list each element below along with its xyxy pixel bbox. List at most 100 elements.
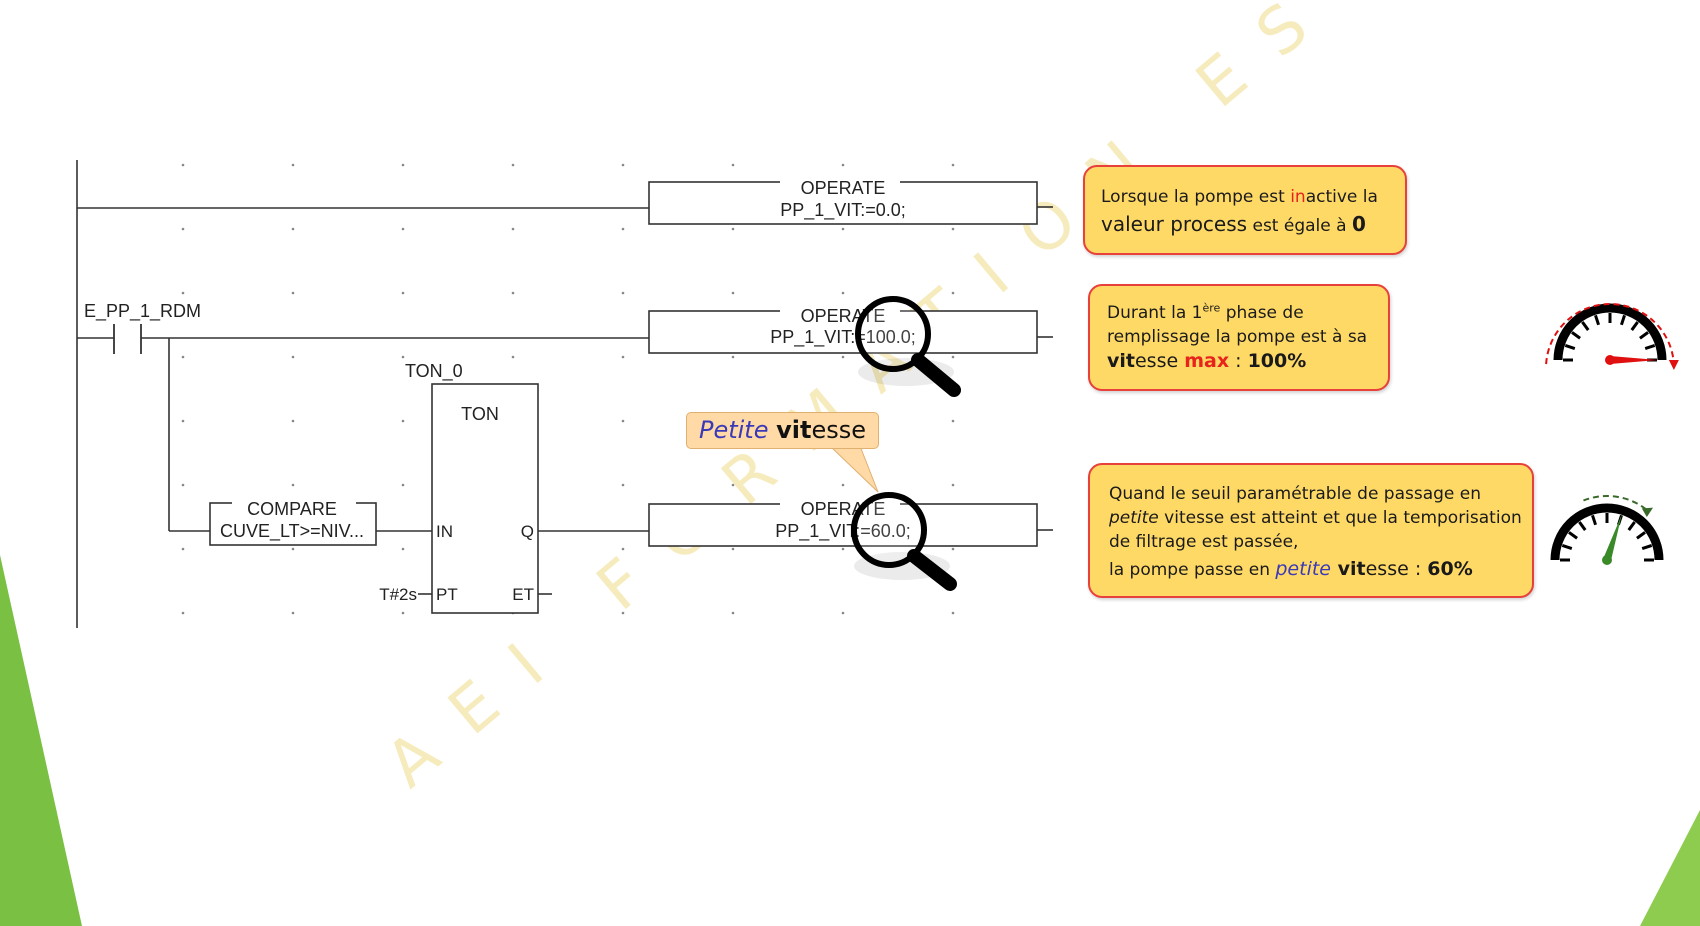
grid-dot: [511, 227, 515, 231]
grid-dot: [291, 419, 295, 423]
compare-block-title: COMPARE: [247, 499, 337, 519]
gauge-tick: [1630, 321, 1639, 331]
magnifier-icon: [851, 492, 957, 591]
c2-l3d: :: [1229, 350, 1248, 372]
timer-pin-pt: PT: [436, 585, 458, 604]
c3-l4d: esse :: [1365, 558, 1428, 580]
grid-dot: [291, 163, 295, 167]
ton-timer-block[interactable]: [431, 383, 539, 614]
callout-3-line-3: de filtrage est passée,: [1109, 532, 1299, 552]
speedometer-low-icon: [1550, 495, 1664, 565]
grid-dot: [841, 227, 845, 231]
grid-dot: [731, 227, 735, 231]
rung-1: OPERATE PP_1_VIT:=0.0;: [77, 172, 1053, 225]
bubble-pointer: [828, 445, 879, 493]
contact-label: E_PP_1_RDM: [84, 301, 201, 322]
grid-dot: [291, 291, 295, 295]
grid-dot: [291, 227, 295, 231]
c3-l2b: vitesse est atteint et que la temporisat…: [1158, 508, 1522, 528]
gauge-dial: [1553, 303, 1667, 361]
grid-dot: [841, 355, 845, 359]
timer-pin-q: Q: [521, 522, 534, 541]
grid-dot: [951, 291, 955, 295]
c3-l4e: 60%: [1427, 558, 1473, 580]
grid-dot: [951, 547, 955, 551]
callout-low-speed: Quand le seuil paramétrable de passage e…: [1088, 463, 1534, 598]
c1-l2a: valeur process: [1101, 212, 1248, 236]
gauge-needle: [1610, 356, 1658, 364]
c3-l2a: petite: [1109, 508, 1159, 528]
grid-dot: [181, 547, 185, 551]
grid-dot: [621, 611, 625, 615]
grid-dot: [841, 291, 845, 295]
decor-green-left: [0, 555, 82, 926]
grid-dot: [511, 291, 515, 295]
gauge-tick: [1636, 531, 1646, 540]
grid-dot: [511, 355, 515, 359]
gauge-tick: [1581, 321, 1590, 331]
grid-dot: [401, 163, 405, 167]
callout-2-line-2: remplissage la pompe est à sa: [1107, 327, 1368, 347]
grid-dot: [731, 547, 735, 551]
rung-2: E_PP_1_RDM OPERATE PP_1_VIT:=100.0;: [77, 300, 1053, 531]
grid-dot: [181, 227, 185, 231]
operate-block-3-expr: PP_1_VIT:=60.0;: [775, 521, 911, 542]
c2-l3a: vit: [1107, 350, 1135, 372]
gauge-arrow-head: [1668, 360, 1679, 371]
c3-l4a: la pompe passe en: [1109, 560, 1276, 580]
grid-dot: [291, 483, 295, 487]
callout-1-line-2: valeur process est égale à 0: [1101, 212, 1405, 238]
grid-dot: [401, 611, 405, 615]
callout-1-line-1: Lorsque la pompe est inactive la: [1101, 185, 1405, 209]
grid-dot: [621, 227, 625, 231]
callout-inactive: Lorsque la pompe est inactive la valeur …: [1083, 165, 1407, 255]
timer-instance-name: TON_0: [405, 361, 463, 382]
callout-2-line-1: Durant la 1ère phase de: [1107, 301, 1388, 325]
compare-block-expr: CUVE_LT>=NIV...: [220, 521, 364, 542]
grid-dot: [621, 419, 625, 423]
magnifier-icon: [855, 296, 961, 397]
grid-dot: [181, 483, 185, 487]
callout-3-line-4: la pompe passe en petite vitesse : 60%: [1109, 557, 1532, 582]
c2-l1a: Durant la 1: [1107, 303, 1203, 323]
grid-dot: [951, 355, 955, 359]
bubble-bold: vit: [776, 416, 812, 444]
gauge-tick: [1641, 544, 1653, 550]
grid-dot: [181, 355, 185, 359]
grid-dot: [841, 611, 845, 615]
operate-block-2-expr: PP_1_VIT:=100.0;: [770, 327, 916, 348]
callout-3-line-2: petite vitesse est atteint et que la tem…: [1109, 506, 1532, 530]
gauge-hub: [1605, 355, 1615, 365]
gauge-arrow-head: [1641, 507, 1653, 518]
gauge-tick: [1594, 314, 1600, 326]
grid-dot: [731, 483, 735, 487]
c3-l4c: vit: [1331, 558, 1366, 580]
gauge-tick: [1561, 544, 1573, 550]
c1-l2c: 0: [1351, 212, 1366, 236]
grid-dot: [181, 163, 185, 167]
callout-3-line-1: Quand le seuil paramétrable de passage e…: [1109, 484, 1482, 504]
grid-dot: [621, 483, 625, 487]
gauge-tick: [1644, 344, 1656, 350]
c2-l1sup: ère: [1202, 301, 1221, 315]
gauge-tick: [1568, 531, 1578, 540]
grid-dot: [181, 611, 185, 615]
grid-dot: [291, 355, 295, 359]
grid-dot: [401, 419, 405, 423]
grid-dot: [951, 419, 955, 423]
c2-l3c: max: [1184, 350, 1230, 372]
grid-dot: [731, 355, 735, 359]
speedometer-max-icon: [1545, 303, 1679, 371]
timer-pin-et: ET: [512, 585, 534, 604]
grid-dot: [731, 611, 735, 615]
timer-preset: T#2s: [379, 585, 417, 604]
timer-type: TON: [461, 404, 499, 424]
gauge-motion-arrow: [1583, 495, 1649, 512]
grid-dot: [621, 355, 625, 359]
gauge-tick: [1639, 331, 1649, 340]
grid-dot: [841, 483, 845, 487]
gauge-tick: [1591, 514, 1597, 526]
decor-green-right: [1640, 810, 1700, 926]
grid-dot: [951, 227, 955, 231]
grid-dot: [401, 355, 405, 359]
